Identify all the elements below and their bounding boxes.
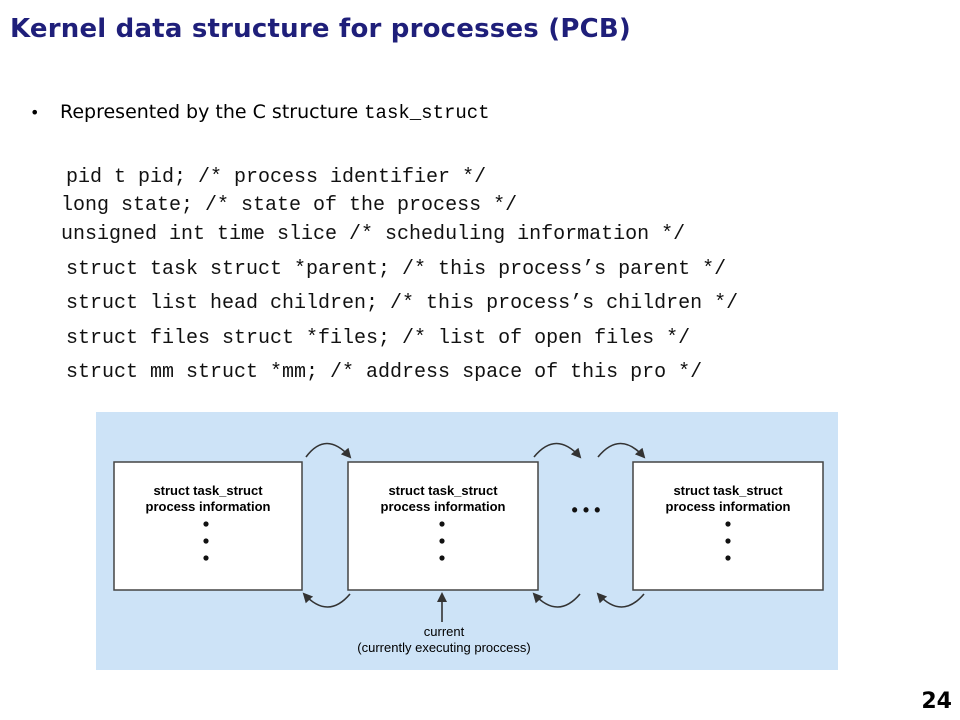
task-box-1-line1: struct task_struct xyxy=(153,483,263,498)
bullet-code: task_struct xyxy=(364,102,490,124)
bullet-dot-icon: • xyxy=(30,103,40,122)
task-box-3-line1: struct task_struct xyxy=(673,483,783,498)
next-arrow-3 xyxy=(597,442,646,459)
code-line-time-slice: unsigned int time slice /* scheduling in… xyxy=(61,223,686,246)
task-box-3-dots xyxy=(725,521,731,561)
code-line-mm: struct mm struct *mm; /* address space o… xyxy=(66,361,703,384)
ellipsis: • • • xyxy=(572,500,601,520)
slide-title: Kernel data structure for processes (PCB… xyxy=(10,14,631,44)
current-caption-detail: (currently executing proccess) xyxy=(357,640,530,655)
task-list-diagram: struct task_struct process information s… xyxy=(96,412,838,670)
task-box-2-dots xyxy=(439,521,445,561)
bullet-item: • Represented by the C structure task_st… xyxy=(30,101,490,124)
code-line-state: long state; /* state of the process */ xyxy=(61,194,518,217)
task-box-2-line1: struct task_struct xyxy=(388,483,498,498)
next-arrow-2 xyxy=(533,442,582,459)
prev-arrow-3 xyxy=(596,592,645,608)
prev-arrow-1 xyxy=(302,592,351,608)
code-line-files: struct files struct *files; /* list of o… xyxy=(66,327,691,350)
task-box-3-line2: process information xyxy=(666,499,791,514)
code-line-children: struct list head children; /* this proce… xyxy=(66,292,739,315)
task-box-1-line2: process information xyxy=(146,499,271,514)
current-caption: current xyxy=(424,624,465,639)
task-box-1-dots xyxy=(203,521,209,561)
prev-arrow-2 xyxy=(532,592,581,608)
page-number: 24 xyxy=(921,689,952,714)
task-box-1 xyxy=(113,461,303,591)
diagram-canvas: struct task_struct process information s… xyxy=(113,442,824,655)
next-arrow-1 xyxy=(305,442,352,459)
bullet-text: Represented by the C structure xyxy=(60,101,359,123)
task-box-2-line2: process information xyxy=(381,499,506,514)
code-line-parent: struct task struct *parent; /* this proc… xyxy=(66,258,727,281)
code-line-pid: pid t pid; /* process identifier */ xyxy=(66,166,487,189)
